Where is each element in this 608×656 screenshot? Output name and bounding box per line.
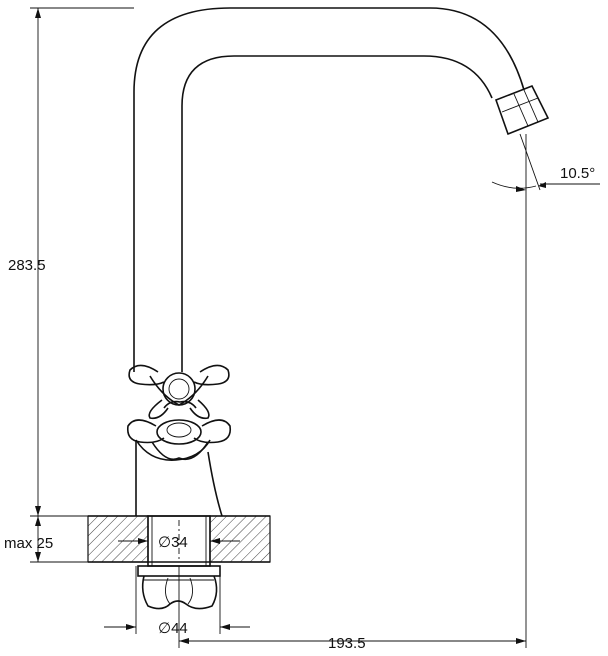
upper-cross-handle bbox=[128, 364, 230, 420]
nut-diameter-label: ∅44 bbox=[158, 620, 188, 637]
spout-angle-label: 10.5° bbox=[560, 165, 595, 182]
height-dimension bbox=[30, 7, 134, 517]
hole-diameter-dimension bbox=[118, 538, 240, 544]
spout-pipe bbox=[133, 7, 550, 372]
mount-thickness-label: max 25 bbox=[4, 535, 53, 552]
mount-thickness-dimension bbox=[30, 516, 88, 563]
height-dimension-label: 283.5 bbox=[8, 257, 46, 274]
spout-reach-label: 193.5 bbox=[328, 635, 366, 652]
lower-cross-handle bbox=[126, 400, 232, 461]
hole-diameter-label: ∅34 bbox=[158, 534, 188, 551]
faucet-body bbox=[135, 439, 223, 517]
spout-angle-dimension bbox=[491, 133, 600, 192]
spout-reach-dimension bbox=[178, 134, 527, 648]
nut-diameter-dimension bbox=[104, 566, 250, 634]
